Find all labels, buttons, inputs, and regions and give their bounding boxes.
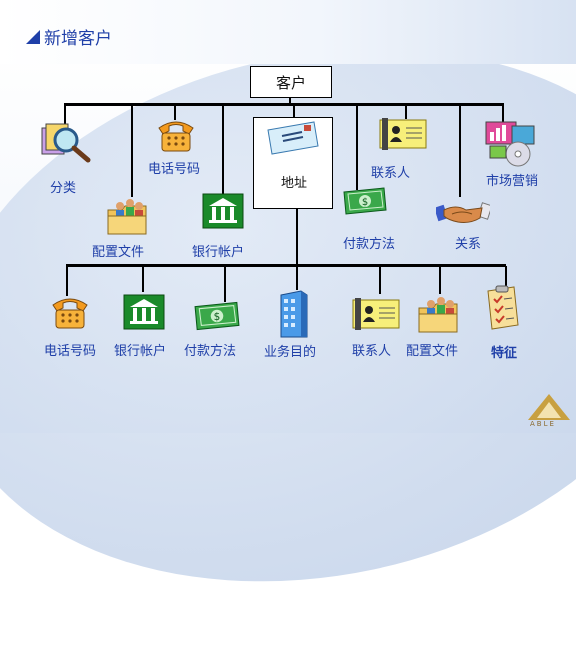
connector-top-bus	[64, 103, 504, 106]
handshake-icon	[436, 202, 490, 223]
bank-icon	[123, 294, 165, 330]
connector-drop-contact	[405, 105, 407, 119]
connector-bottom-bus	[66, 264, 506, 267]
bottom-label-phone: 电话号码	[44, 344, 97, 359]
svg-text:$: $	[214, 311, 221, 323]
label-phone: 电话号码	[148, 162, 201, 177]
logo-text: ABLE	[530, 420, 556, 428]
label-address: 地址	[281, 176, 308, 191]
people-folder-icon	[418, 297, 458, 333]
marketing-chart-icon	[485, 121, 535, 167]
connector-drop-b-payment	[224, 266, 226, 302]
slide-title: 新增客户	[26, 24, 112, 49]
telephone-icon	[158, 121, 194, 152]
bottom-label-bank: 银行帐户	[114, 344, 167, 359]
connector-drop-b-business	[296, 266, 298, 290]
label-marketing: 市场营销	[486, 174, 539, 189]
label-contact: 联系人	[371, 166, 411, 181]
connector-drop-b-phone	[66, 266, 68, 296]
bottom-label-profile: 配置文件	[406, 344, 459, 359]
root-node-label: 客户	[275, 74, 306, 92]
contact-card-icon	[379, 118, 427, 150]
label-bank: 银行帐户	[192, 245, 245, 260]
label-profile: 配置文件	[92, 245, 145, 260]
connector-drop-b-feature	[505, 266, 507, 288]
able-logo-icon	[528, 394, 570, 420]
contact-card-icon	[352, 298, 400, 330]
svg-text:$: $	[362, 197, 368, 208]
slide-title-text: 新增客户	[44, 29, 112, 49]
bottom-label-payment: 付款方法	[184, 344, 237, 359]
bottom-label-contact: 联系人	[352, 344, 392, 359]
connector-address-down	[296, 207, 298, 265]
connector-drop-bank	[222, 105, 224, 197]
connector-drop-phone	[174, 105, 176, 120]
bottom-label-business: 业务目的	[264, 345, 317, 360]
dollar-bill-icon: $	[343, 187, 387, 215]
label-category: 分类	[50, 181, 77, 196]
label-relation: 关系	[455, 237, 482, 252]
telephone-icon	[52, 298, 88, 329]
connector-drop-relation	[459, 105, 461, 197]
checklist-clipboard-icon	[487, 285, 519, 330]
connector-drop-b-profile	[439, 266, 441, 294]
people-folder-icon	[107, 199, 147, 235]
magnifier-icon	[41, 123, 91, 163]
bank-icon	[202, 193, 244, 229]
connector-drop-marketing	[502, 105, 504, 123]
connector-drop-profile	[131, 105, 133, 197]
connector-drop-address	[293, 105, 295, 117]
header-band	[0, 0, 576, 64]
connector-drop-category	[64, 105, 66, 127]
label-payment: 付款方法	[343, 237, 396, 252]
root-node-customer: 客户	[250, 66, 332, 98]
envelope-icon	[267, 121, 319, 155]
bottom-label-feature: 特征	[491, 346, 518, 361]
connector-root-down	[289, 96, 291, 104]
building-icon	[280, 290, 308, 338]
connector-drop-b-contact	[379, 266, 381, 294]
title-triangle-icon	[26, 29, 40, 44]
connector-drop-b-bank	[142, 266, 144, 292]
dollar-bill-icon: $	[194, 301, 240, 331]
connector-drop-payment	[356, 105, 358, 190]
